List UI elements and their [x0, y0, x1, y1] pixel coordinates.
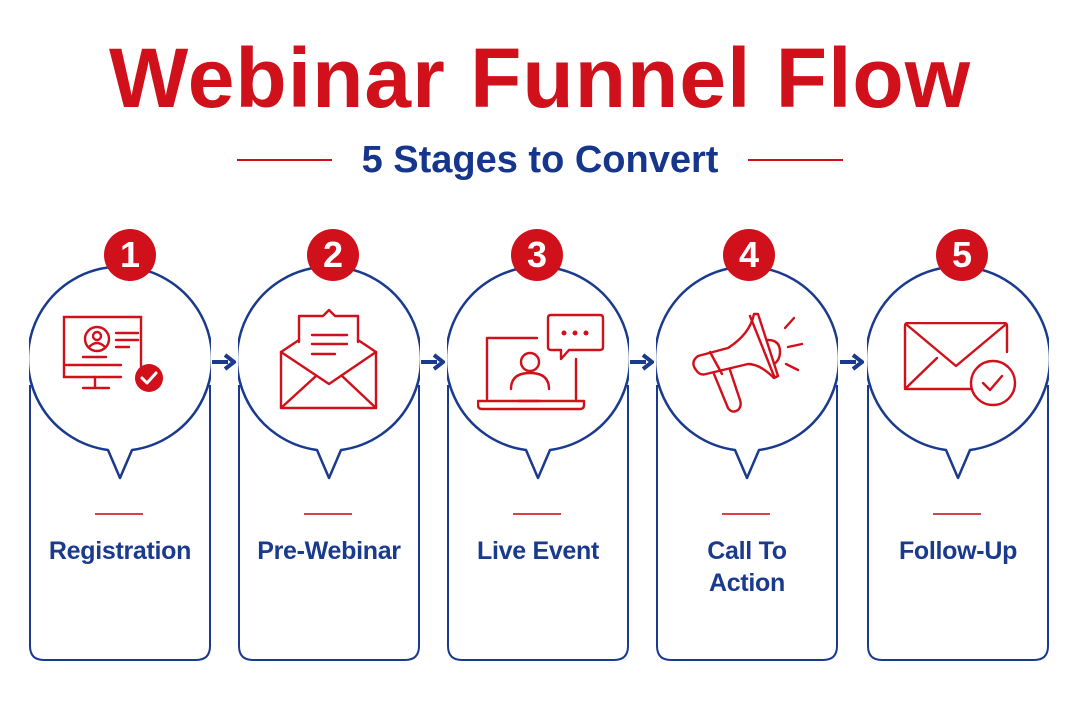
- stage-number-badge: 4: [723, 229, 775, 281]
- laptop-presenter-chat-icon: [477, 313, 605, 411]
- stage-divider: [722, 513, 770, 515]
- envelope-check-icon: [903, 322, 1017, 407]
- stage-number-badge: 2: [307, 229, 359, 281]
- stage-label: Live Event: [476, 537, 600, 565]
- stage-card-call-to-action: 4 Call To Action: [656, 0, 838, 720]
- stage-card-follow-up: 5 Follow-Up: [867, 0, 1049, 720]
- stage-card-registration: 1 Registration: [29, 0, 211, 720]
- stage-number-badge: 1: [104, 229, 156, 281]
- arrow-right-icon: [630, 353, 654, 371]
- stage-label-line-1: Call To: [707, 537, 787, 565]
- stage-card-outline: [867, 265, 1049, 661]
- stage-label-line-2: Action: [709, 569, 785, 597]
- open-envelope-letter-icon: [279, 308, 378, 410]
- stage-card-live-event: 3 Live Event: [447, 0, 629, 720]
- arrow-right-icon: [421, 353, 445, 371]
- arrow-right-icon: [212, 353, 236, 371]
- page-title: Webinar Funnel Flow: [108, 31, 972, 125]
- stage-number-badge: 5: [936, 229, 988, 281]
- stage-label: Registration: [48, 537, 192, 565]
- stage-label: Pre-Webinar: [257, 537, 401, 565]
- subtitle-rule-left: [236, 159, 332, 161]
- stage-label: Follow-Up: [898, 537, 1018, 565]
- stage-number-badge: 3: [511, 229, 563, 281]
- page-subtitle: 5 Stages to Convert: [361, 138, 719, 181]
- arrow-right-icon: [840, 353, 864, 371]
- stage-divider: [513, 513, 561, 515]
- stage-card-outline: [29, 265, 211, 661]
- stage-divider: [95, 513, 143, 515]
- stage-label: Call To Action: [656, 535, 838, 599]
- stage-divider: [304, 513, 352, 515]
- stage-card-pre-webinar: 2 Pre-Webinar: [238, 0, 420, 720]
- subtitle-rule-right: [748, 159, 844, 161]
- monitor-profile-check-icon: [62, 315, 163, 392]
- megaphone-icon: [692, 312, 804, 413]
- subtitle-row: 5 Stages to Convert: [0, 132, 1080, 188]
- stage-divider: [933, 513, 981, 515]
